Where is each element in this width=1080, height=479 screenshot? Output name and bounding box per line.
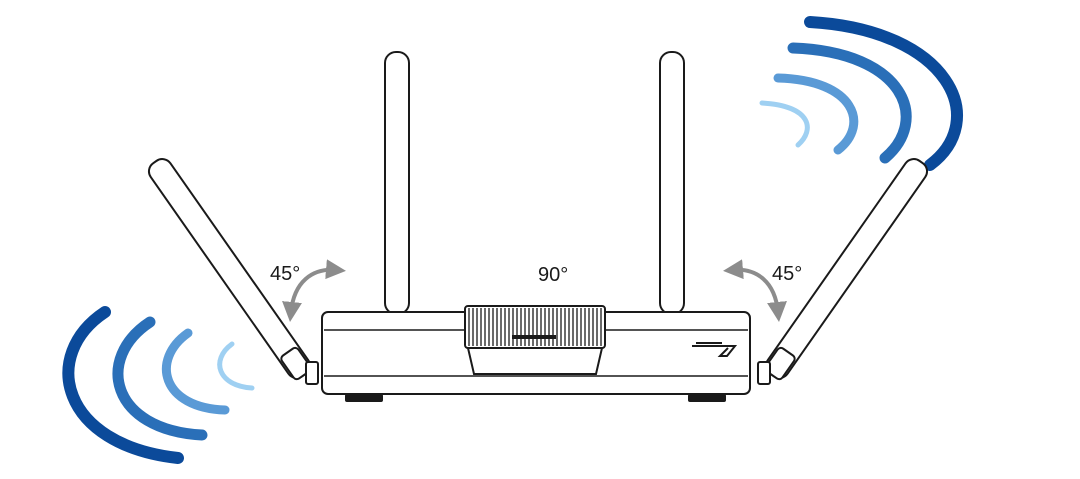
grille-lines [468,308,602,346]
left-wave-2 [112,316,208,441]
router-grille [464,305,606,349]
center-angle-label: 90° [538,264,568,286]
right-wave-4 [759,100,810,148]
router-foot-left [345,394,383,402]
right-signal-waves-icon [759,16,963,171]
right-rotate-arrow-icon [723,259,787,322]
right-antenna-vertical [659,51,685,315]
router-logo [512,335,556,339]
left-antenna-vertical [384,51,410,315]
left-wave-3 [161,328,230,415]
left-rotate-arrow-icon [282,259,346,322]
right-wave-3 [773,73,859,155]
brand-mark-icon [692,342,738,357]
router-foot-right [688,394,726,402]
right-wave-1 [804,16,963,171]
left-angle-label: 45° [270,263,300,285]
right-wave-2 [787,42,912,164]
right-antenna-tilted [757,158,929,385]
left-wave-4 [217,341,255,391]
left-wave-1 [62,306,184,464]
right-angle-label: 45° [772,263,802,285]
left-signal-waves-icon [62,306,255,464]
router-body [321,305,751,402]
left-antenna-tilted [147,158,319,385]
